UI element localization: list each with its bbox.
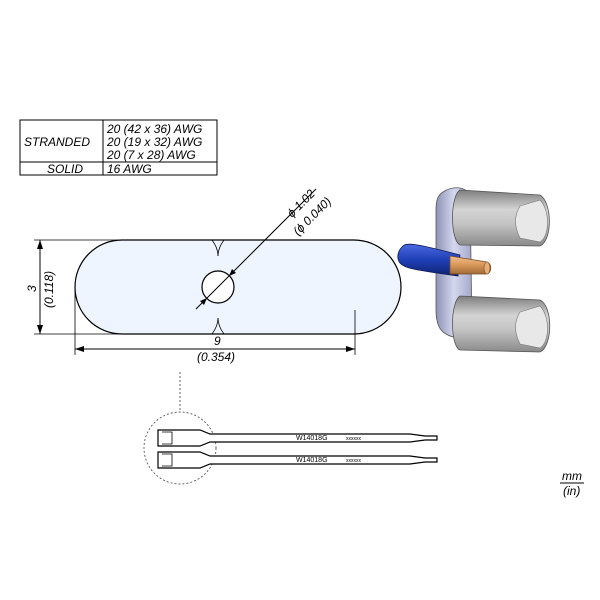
hole-arrow-lower [200,298,207,305]
stranded-value-1: 20 (42 x 36) AWG [106,122,202,136]
units-mm: mm [562,469,582,483]
blade-slit-top-right [217,239,225,257]
width-dimension: 9 (0.354) [74,287,356,364]
height-mm: 3 [25,285,39,292]
width-arrow-right [346,346,355,352]
hole-leader-line [195,188,317,310]
stranded-value-2: 20 (19 x 32) AWG [106,135,202,149]
tip-3d-illustration [397,187,551,353]
upper-tip-side [157,429,438,447]
upper-tip-end [515,199,548,243]
upper-tip-notch [162,431,173,445]
tip-side-view: W14018G xxxxxx W14018G xxxxxx [143,372,438,485]
blade-slit-bottom-right [217,317,225,335]
width-mm: 9 [214,334,221,348]
awg-table-border [19,119,218,176]
solid-value: 16 AWG [107,162,152,176]
awg-table: STRANDED 20 (42 x 36) AWG 20 (19 x 32) A… [19,119,218,176]
height-in: (0.118) [42,271,56,308]
units-in: (in) [563,484,580,498]
wire-conductor-end [483,261,491,275]
height-arrow-bottom [37,325,43,334]
units-legend: mm (in) [560,469,584,498]
upper-code: xxxxxx [346,436,362,442]
hole-arrow-upper [229,269,236,276]
width-arrow-left [75,346,84,352]
lower-part-number: W14018G [296,457,328,464]
stranded-value-3: 20 (7 x 28) AWG [106,148,196,162]
lower-tip-notch [162,453,173,467]
blade-body [74,239,402,335]
blade-outline [74,239,402,335]
upper-part-number: W14018G [296,435,328,442]
wire-insulation [397,243,461,277]
height-arrow-top [37,240,43,249]
lower-code: xxxxxx [346,458,362,464]
solid-label: SOLID [47,162,83,176]
detail-circle [143,411,217,485]
height-dimension: 3 (0.118) [25,239,122,335]
width-in: (0.354) [197,350,235,364]
stranded-label: STRANDED [24,135,90,149]
lower-tip-end [515,305,548,349]
lower-tip-side [157,451,438,469]
